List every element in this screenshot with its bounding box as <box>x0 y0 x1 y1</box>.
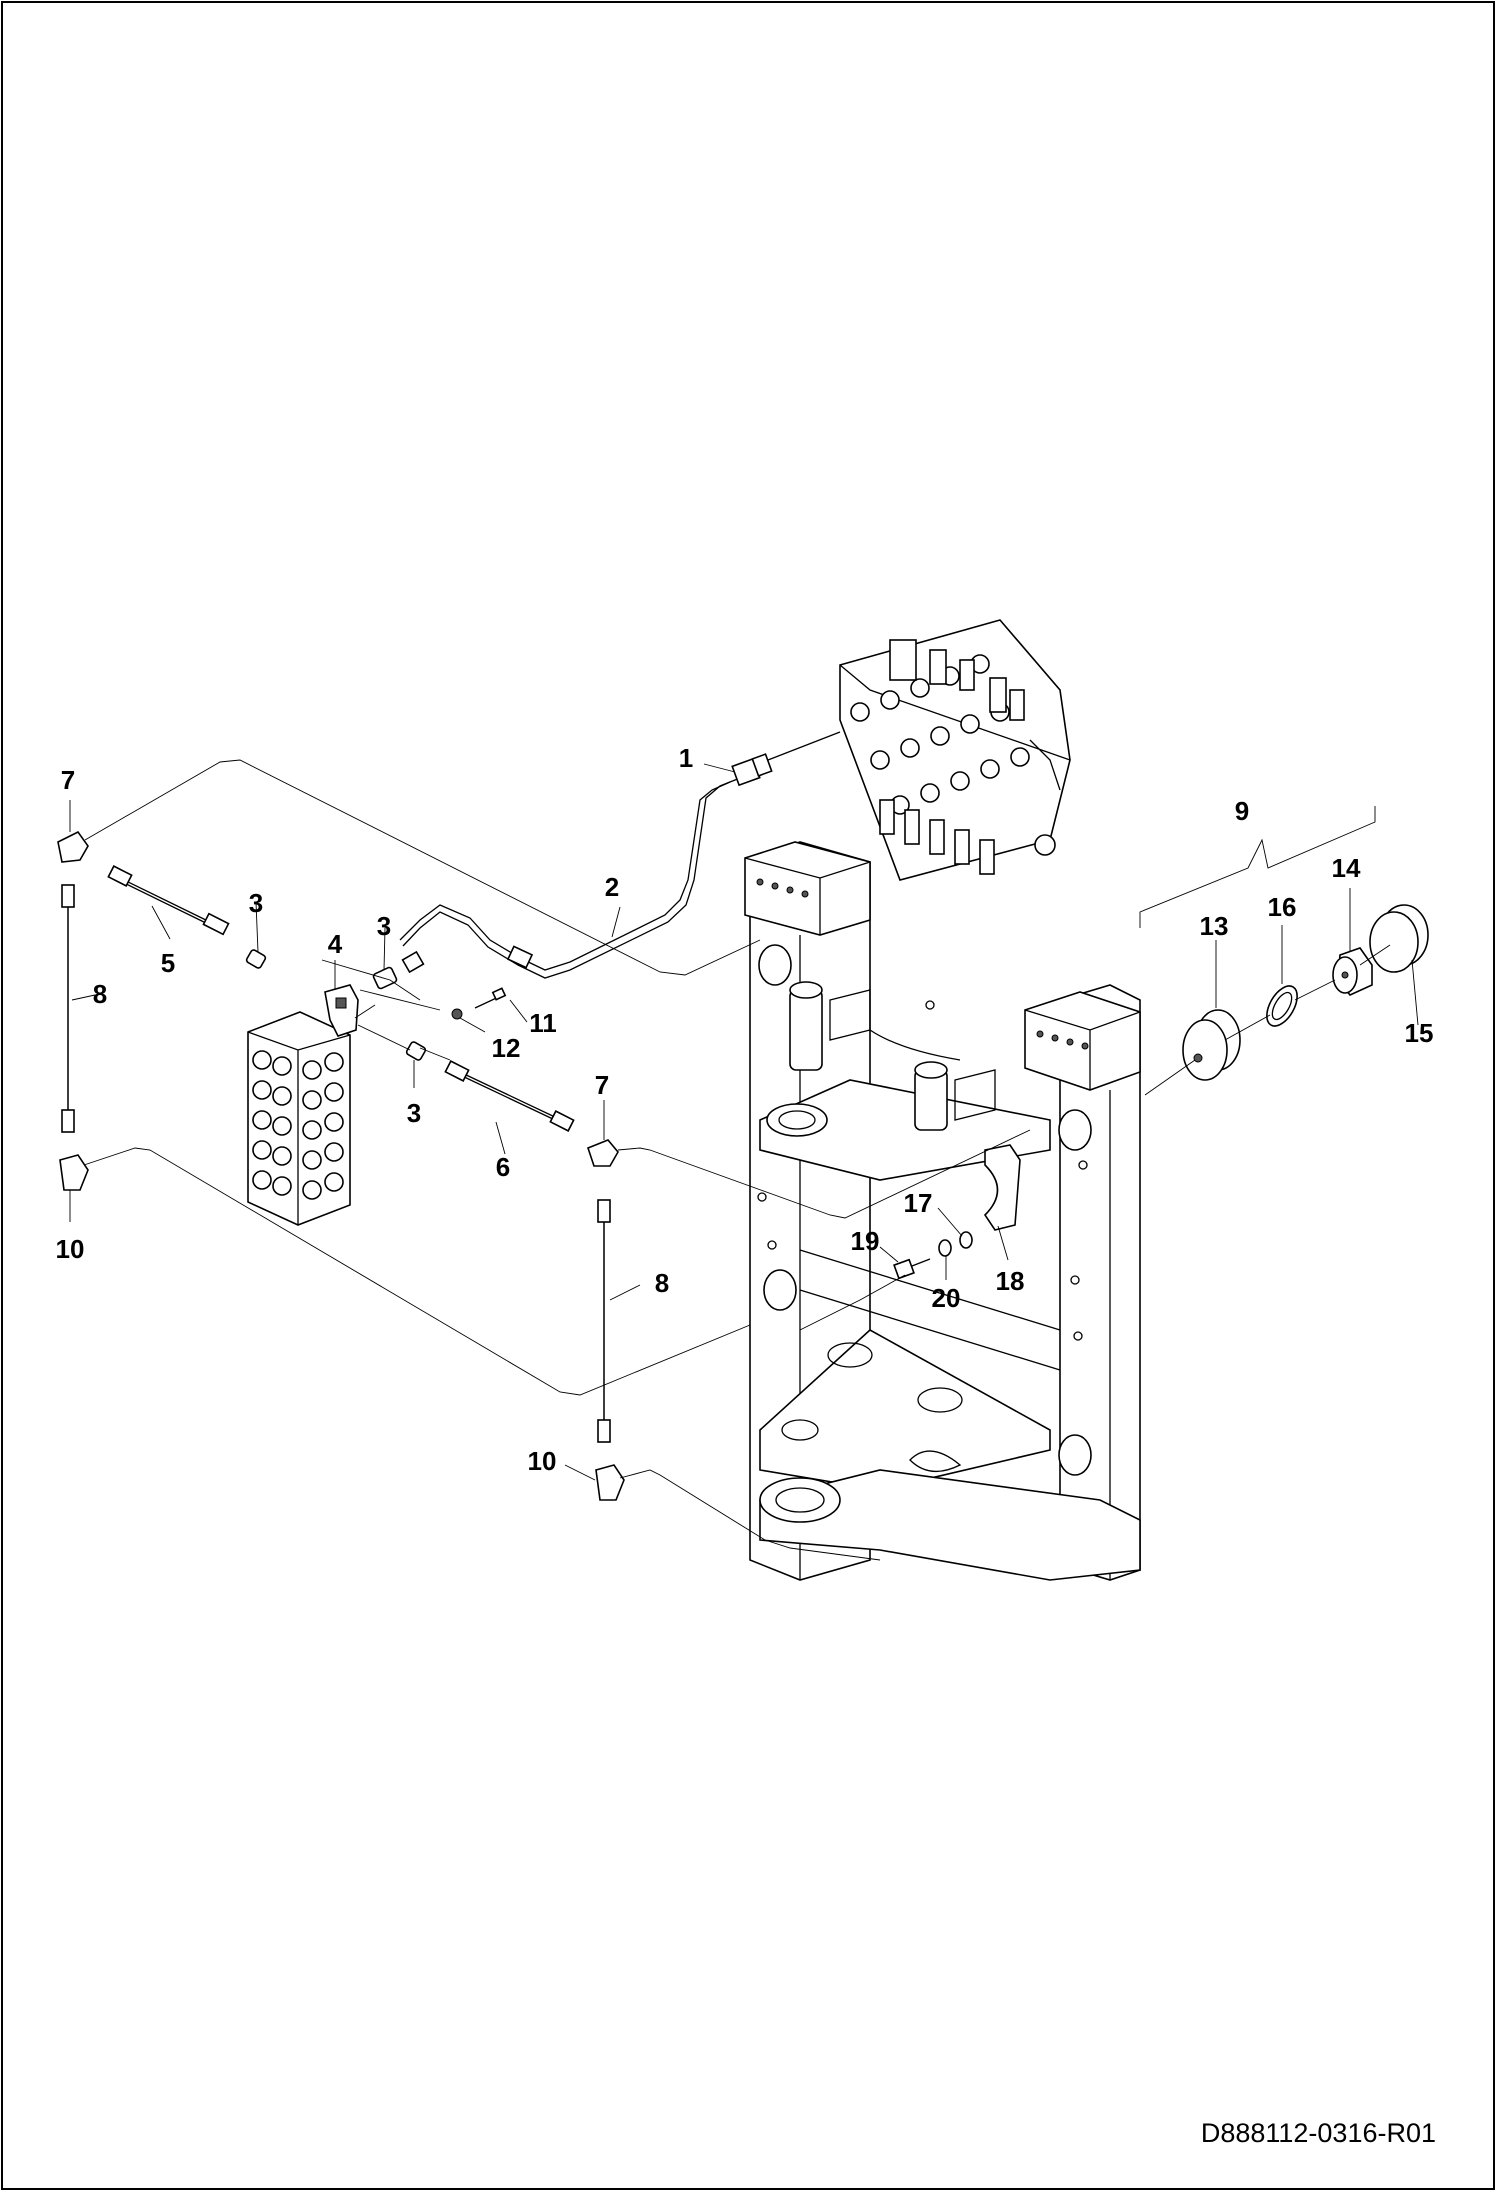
callout-7-right: 7 <box>595 1070 609 1100</box>
callout-4: 4 <box>328 929 343 959</box>
callout-14: 14 <box>1332 853 1361 883</box>
callout-3-left: 3 <box>249 888 263 918</box>
spacer-14 <box>1332 947 1373 996</box>
callout-19: 19 <box>851 1226 880 1256</box>
bolt-19 <box>893 1258 931 1280</box>
washer-20 <box>938 1239 952 1257</box>
leader-lines <box>69 763 1419 1481</box>
guide-lines <box>83 759 1391 1561</box>
bolt-11 <box>451 987 507 1020</box>
callout-9: 9 <box>1235 796 1249 826</box>
callout-16: 16 <box>1268 892 1297 922</box>
callout-11: 11 <box>529 1008 557 1038</box>
hose-6 <box>444 1060 575 1132</box>
drawing-number: D888112-0316-R01 <box>1200 2118 1436 2148</box>
callout-5: 5 <box>161 948 175 978</box>
pipe-2 <box>399 731 841 979</box>
callout-15: 15 <box>1405 1018 1434 1048</box>
callout-20: 20 <box>932 1283 961 1313</box>
tee-7-right <box>587 1139 619 1167</box>
hose-8-right <box>597 1199 611 1443</box>
turning-frame <box>744 841 1141 1581</box>
hose-8-left <box>61 884 75 1133</box>
callout-7-left: 7 <box>61 765 75 795</box>
callout-10-left: 10 <box>56 1234 85 1264</box>
elbow-10-right <box>595 1464 625 1501</box>
washer-17 <box>959 1231 973 1249</box>
cap-15 <box>1369 904 1429 973</box>
fitting-3-set <box>245 949 427 1061</box>
hose-5 <box>107 865 230 936</box>
callout-10-right: 10 <box>528 1446 557 1476</box>
callouts: 1 2 3 3 3 4 5 6 7 7 8 8 9 10 10 11 12 13… <box>56 743 1434 1476</box>
callout-3-lower: 3 <box>407 1098 421 1128</box>
callout-3-upper: 3 <box>377 911 391 941</box>
tee-7-left <box>57 830 89 863</box>
callout-8-right: 8 <box>655 1268 669 1298</box>
callout-18: 18 <box>996 1266 1025 1296</box>
callout-12: 12 <box>492 1033 521 1063</box>
callout-1: 1 <box>679 743 693 773</box>
callout-6: 6 <box>496 1152 510 1182</box>
cover-13 <box>1182 1009 1241 1081</box>
callout-13: 13 <box>1200 911 1229 941</box>
callout-2: 2 <box>605 872 619 902</box>
distributor-block <box>247 984 359 1226</box>
callout-8-left: 8 <box>93 979 107 1009</box>
elbow-10-left <box>59 1154 89 1191</box>
control-valve <box>839 619 1071 881</box>
callout-17: 17 <box>904 1188 933 1218</box>
o-ring-16 <box>1266 985 1298 1027</box>
